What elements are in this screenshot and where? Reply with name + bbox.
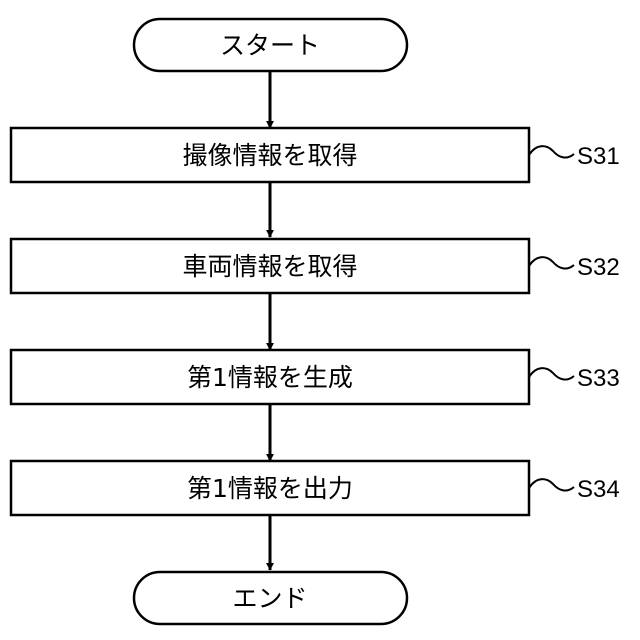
process-step-s31: 撮像情報を取得 S31 [11, 128, 620, 182]
process-step-s34: 第1情報を出力 S34 [11, 461, 620, 515]
start-terminal: スタート [134, 19, 407, 71]
leader-line [529, 479, 574, 490]
leader-line [529, 257, 574, 268]
step-id-label: S31 [577, 143, 620, 170]
leader-line [529, 146, 574, 157]
step-id-label: S32 [577, 254, 620, 281]
process-label: 撮像情報を取得 [182, 141, 357, 170]
process-label: 第1情報を生成 [187, 363, 353, 392]
start-label: スタート [220, 31, 320, 60]
end-terminal: エンド [134, 572, 407, 624]
step-id-label: S34 [577, 476, 620, 503]
leader-line [529, 368, 574, 379]
process-label: 第1情報を出力 [187, 474, 353, 503]
process-step-s32: 車両情報を取得 S32 [11, 239, 620, 293]
process-label: 車両情報を取得 [182, 252, 357, 281]
step-id-label: S33 [577, 365, 620, 392]
end-label: エンド [232, 584, 307, 613]
process-step-s33: 第1情報を生成 S33 [11, 350, 620, 404]
